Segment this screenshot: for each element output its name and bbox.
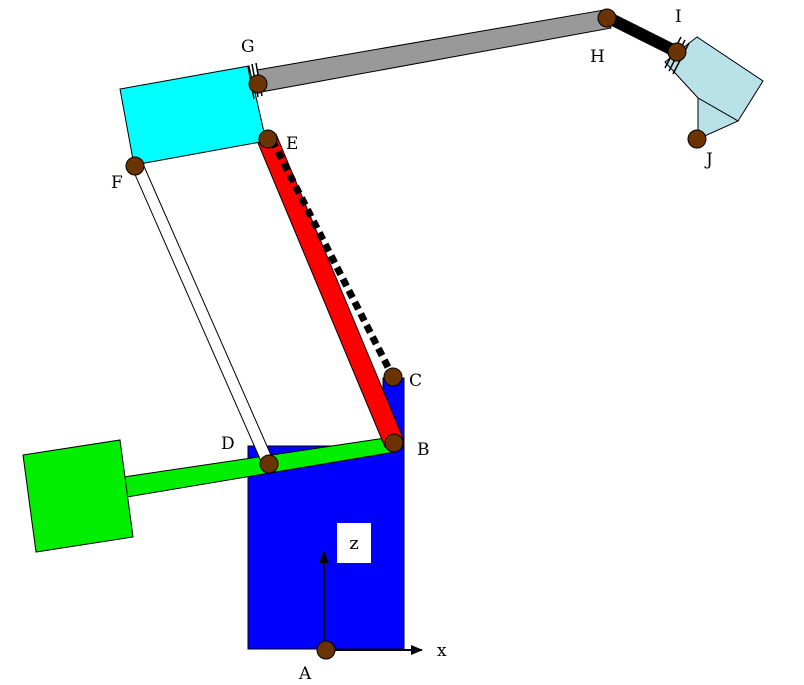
forearm-gh — [256, 9, 612, 93]
z-label-box — [337, 523, 371, 563]
label-c: C — [409, 371, 422, 391]
counterweight-block — [22, 439, 134, 553]
label-h: H — [590, 47, 605, 67]
link-eb — [257, 133, 404, 448]
joint-h — [597, 8, 617, 28]
base-body — [247, 445, 405, 650]
link-ec-dashed — [268, 138, 396, 377]
joint-i — [667, 42, 687, 62]
label-g: G — [241, 37, 255, 57]
label-b: B — [417, 440, 430, 460]
label-a: A — [298, 664, 312, 684]
end-effector-body — [664, 36, 764, 122]
joint-d — [259, 454, 279, 474]
label-d: D — [221, 434, 235, 454]
joint-j — [687, 129, 707, 149]
label-e: E — [286, 134, 298, 154]
joint-a — [316, 640, 336, 660]
upper-block — [119, 65, 267, 166]
joint-f — [125, 156, 145, 176]
joints — [125, 8, 707, 660]
end-effector-tip — [697, 97, 740, 140]
joint-b — [384, 433, 404, 453]
label-i: I — [675, 7, 682, 27]
z-axis-label: z — [349, 533, 358, 554]
joint-g — [248, 74, 268, 94]
joint-e — [258, 129, 278, 149]
label-f: F — [111, 173, 123, 193]
x-axis-label: x — [437, 641, 447, 661]
joint-c — [383, 367, 403, 387]
label-j: J — [704, 150, 713, 170]
link-fd — [132, 163, 275, 469]
wrist-link-hi — [604, 11, 680, 58]
